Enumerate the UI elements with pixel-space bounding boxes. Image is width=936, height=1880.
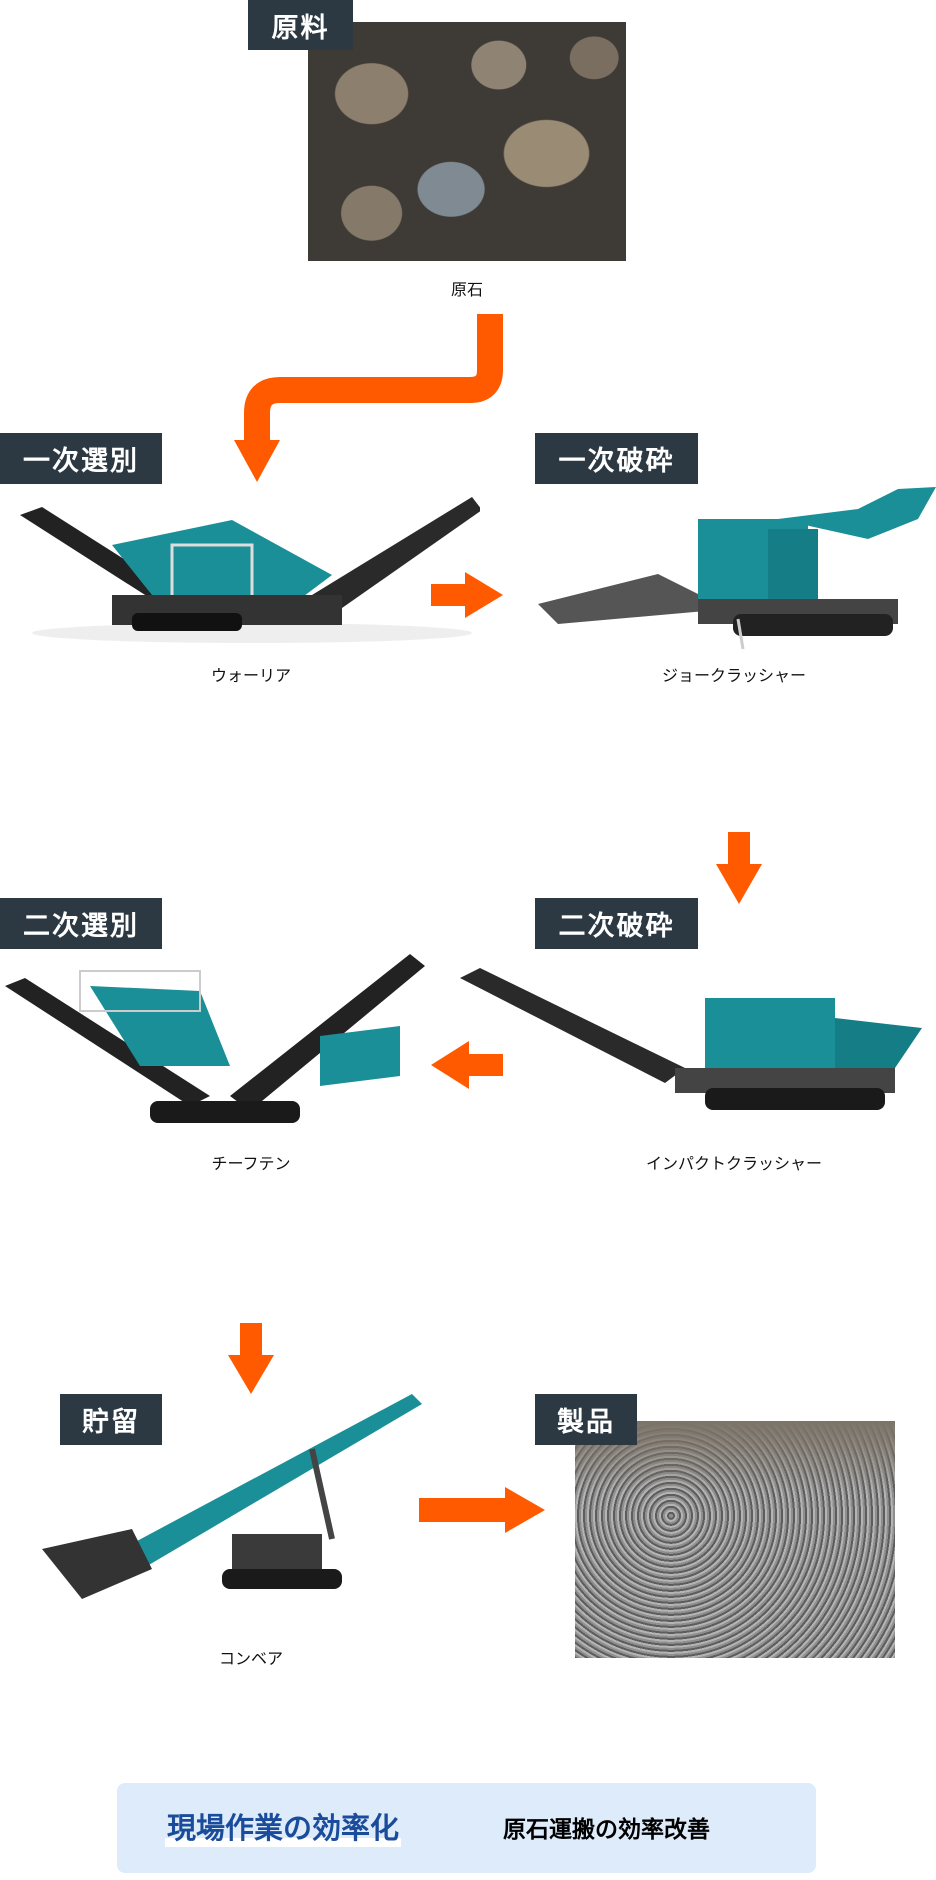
caption-conveyor: コンベア xyxy=(218,1649,284,1668)
down-arrow-icon xyxy=(716,832,762,904)
warrior-screen-machine-image xyxy=(20,497,480,643)
caption-chieftain: チーフテン xyxy=(211,1154,291,1173)
caption-impact-crusher: インパクトクラッシャー xyxy=(645,1154,823,1173)
step-label-secondary-crush: 二次破砕 xyxy=(535,898,698,949)
caption-warrior: ウォーリア xyxy=(210,666,292,685)
chieftain-screen-machine-image xyxy=(5,954,425,1123)
step-label-storage: 貯留 xyxy=(60,1394,162,1445)
right-arrow-icon xyxy=(419,1487,545,1533)
step-label-product: 製品 xyxy=(535,1394,637,1445)
step-label-primary-crush: 一次破砕 xyxy=(535,433,698,484)
conveyor-machine-image xyxy=(42,1394,422,1599)
caption-jaw-crusher: ジョークラッシャー xyxy=(661,666,807,685)
step-label-raw: 原料 xyxy=(248,0,353,50)
right-arrow-icon xyxy=(431,572,503,618)
summary-banner: 現場作業の効率化 原石運搬の効率改善 xyxy=(117,1783,816,1873)
arrow-head-icon xyxy=(234,440,280,482)
banner-subtitle: 原石運搬の効率改善 xyxy=(503,1817,710,1843)
impact-crusher-machine-image xyxy=(460,968,922,1110)
jaw-crusher-machine-image xyxy=(538,487,936,650)
down-arrow-icon xyxy=(228,1323,274,1394)
curved-arrow-icon xyxy=(244,314,503,440)
caption-raw-stone: 原石 xyxy=(450,280,484,299)
step-label-secondary-screen: 二次選別 xyxy=(0,898,162,949)
step-label-primary-screen: 一次選別 xyxy=(0,433,162,484)
banner-title: 現場作業の効率化 xyxy=(165,1805,402,1847)
left-arrow-icon xyxy=(431,1041,503,1089)
product-gravel-image xyxy=(575,1421,895,1658)
raw-stone-image xyxy=(308,22,626,261)
